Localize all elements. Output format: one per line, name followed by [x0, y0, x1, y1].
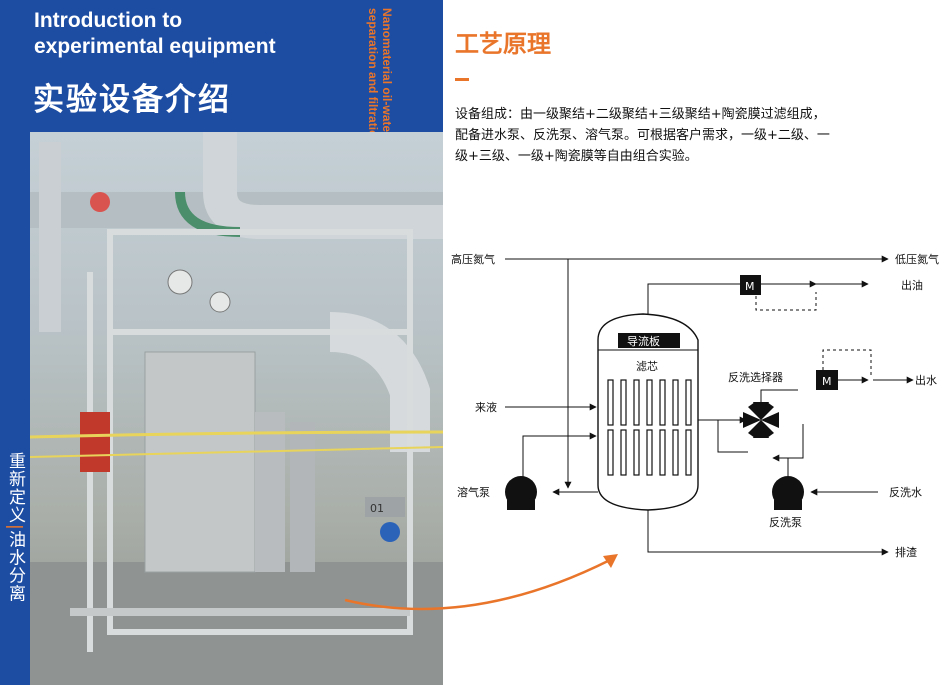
- label-baffle: 导流板: [627, 334, 660, 348]
- motor-2: [816, 370, 838, 390]
- section-accent-bar: [455, 78, 469, 81]
- chinese-title: 实验设备介绍: [33, 82, 231, 118]
- backwash-pump: [772, 476, 804, 510]
- label-feed: 来液: [475, 400, 497, 414]
- left-panel: Introduction to experimental equipment 实…: [0, 0, 443, 685]
- label-backwash-water: 反洗水: [889, 486, 922, 499]
- backwash-selector: [743, 402, 779, 438]
- label-filter-core: 滤芯: [636, 359, 658, 373]
- tagline-separator: |: [5, 524, 25, 531]
- plate-number: 01: [370, 502, 384, 515]
- filter-vessel: [597, 313, 699, 511]
- label-air-pump: 溶气泵: [457, 485, 490, 499]
- motor-2-label: M: [822, 375, 832, 388]
- tagline-part1: 重新定义: [5, 452, 25, 524]
- tagline-part2: 油水分离: [5, 530, 25, 603]
- label-slag: 排渣: [895, 545, 917, 559]
- label-hp-nitrogen: 高压氮气: [451, 252, 495, 266]
- motor-1-label: M: [745, 280, 755, 293]
- motor-1: [740, 275, 761, 295]
- air-pump: [505, 476, 537, 510]
- equipment-illustration: 01: [30, 132, 443, 685]
- label-oil-out: 出油: [901, 278, 923, 292]
- label-backwash-pump: 反洗泵: [769, 516, 802, 529]
- tagline: 重新定义|油水分离: [4, 452, 26, 603]
- label-water-out: 出水: [915, 373, 937, 387]
- label-selector: 反洗选择器: [728, 370, 783, 384]
- section-description: 设备组成：由一级聚结+二级聚结+三级聚结+陶瓷膜过滤组成，配备进水泵、反洗泵、溶…: [455, 107, 830, 164]
- process-diagram: 导流板 滤芯 M M 高压氮气 低压氮气 出油 出水 来液 溶气泵 反洗水 反洗…: [451, 252, 939, 559]
- label-lp-nitrogen: 低压氮气: [895, 252, 939, 266]
- section-title: 工艺原理: [455, 30, 551, 58]
- english-title: Introduction to experimental equipment: [34, 9, 276, 58]
- baffle-box: [618, 333, 680, 348]
- equipment-photo: 01: [30, 132, 443, 685]
